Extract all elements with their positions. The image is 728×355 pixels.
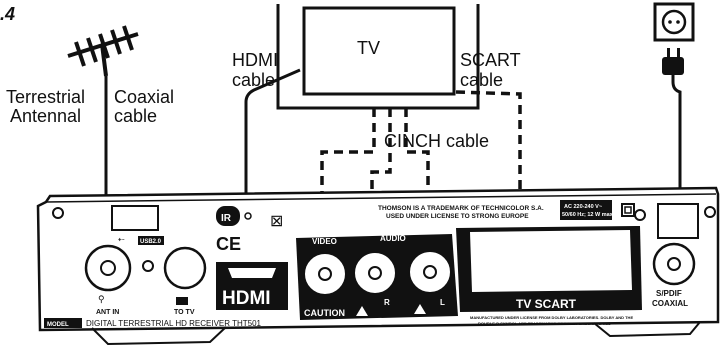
model-name: DIGITAL TERRESTRIAL HD RECEIVER THT501 [86, 319, 262, 328]
hdmi-cable-label-line1: HDMI [232, 50, 278, 70]
dolby-line1: MANUFACTURED UNDER LICENSE FROM DOLBY LA… [470, 315, 633, 320]
to-tv-connector [163, 246, 207, 290]
ce-mark-icon: CE [216, 234, 241, 254]
to-tv-label: TO TV [174, 309, 195, 316]
power-rating-box [560, 200, 612, 220]
scart-cable-label-line2: cable [460, 70, 503, 90]
usb-label: USB2.0 [140, 239, 162, 245]
figure-label: .4 [0, 4, 15, 24]
hdmi-cable-label-line2: cable [232, 70, 275, 90]
tv-label: TV [357, 38, 380, 58]
ant-in-label: ANT IN [96, 309, 119, 316]
trademark-line1: THOMSON IS A TRADEMARK OF TECHNICOLOR S.… [378, 205, 544, 212]
audio-r-label: R [384, 298, 390, 307]
antenna-icon [67, 25, 139, 77]
video-label: VIDEO [312, 237, 337, 246]
spdif-label-line1: S/PDIF [656, 289, 682, 298]
antenna-label-line2: Antennal [10, 106, 81, 126]
coaxial-label-line2: cable [114, 106, 157, 126]
usb-port [111, 205, 159, 231]
caution-label: CAUTION [304, 308, 345, 318]
receiver-back-panel: ⇠ USB2.0 ⚲ ANT IN TO TV IR CE ⊠ HDMI VID… [36, 186, 720, 346]
spdif-label-line2: COAXIAL [652, 299, 688, 308]
power-inlet [657, 203, 699, 239]
dolby-line2: DOUBLE-D SYMBOL ARE TRADEMARKS OF DOLBY … [478, 321, 611, 326]
warning-triangle-icon-2 [414, 304, 426, 314]
tv: TV [276, 4, 480, 110]
power-rating-line1: AC 220-240 V~ [564, 204, 602, 210]
cinch-cable-label: CINCH cable [384, 131, 489, 151]
ant-in-symbol: ⚲ [98, 294, 105, 304]
scart-cable-line [455, 90, 522, 282]
power-plug-icon [653, 2, 695, 200]
scart-cable-label-line1: SCART [460, 50, 521, 70]
hdmi-cable-line [244, 68, 301, 262]
tv-out-symbol [176, 297, 188, 305]
model-tag [44, 318, 82, 328]
ir-label: IR [221, 213, 232, 224]
tv-screen [302, 6, 456, 96]
model-tag-label: MODEL [47, 322, 69, 328]
warning-triangle-icon [356, 306, 368, 316]
usb-icon: ⇠ [118, 235, 125, 244]
power-rating-line2: 50/60 Hz; 12 W max. [562, 212, 615, 218]
hdmi-logo: HDMI [222, 288, 271, 309]
weee-bin-icon: ⊠ [270, 213, 283, 230]
audio-label: AUDIO [380, 234, 406, 243]
trademark-line2: USED UNDER LICENSE TO STRONG EUROPE [386, 213, 529, 220]
tv-scart-label: TV SCART [516, 297, 577, 311]
ir-port [216, 206, 240, 226]
coaxial-label-line1: Coaxial [114, 87, 174, 107]
antenna-label-line1: Terrestrial [6, 87, 85, 107]
audio-l-label: L [440, 298, 445, 307]
